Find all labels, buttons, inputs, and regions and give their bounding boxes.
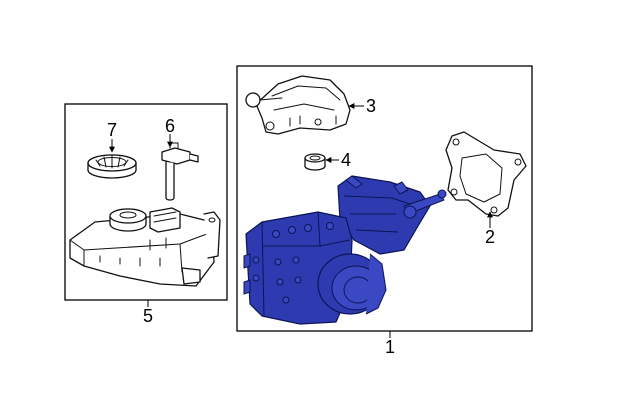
callout-7: 7 <box>107 120 117 140</box>
reservoir-cap-part[interactable] <box>87 154 137 179</box>
brake-fluid-reservoir-part[interactable] <box>69 207 221 287</box>
brake-actuator-assembly-part[interactable] <box>243 175 447 325</box>
bushing-part[interactable] <box>304 153 326 171</box>
callout-6: 6 <box>165 116 175 136</box>
callout-3: 3 <box>366 96 376 116</box>
group-box-assembly <box>236 65 533 332</box>
gasket-part[interactable] <box>445 131 527 217</box>
callout-4: 4 <box>341 150 351 170</box>
hcu-ports <box>252 222 334 304</box>
group-box-reservoir <box>64 103 228 301</box>
callout-1: 1 <box>385 337 395 357</box>
level-sensor-part[interactable] <box>161 142 199 201</box>
callout-2: 2 <box>485 227 495 247</box>
callout-5: 5 <box>143 306 153 326</box>
mounting-bracket-part[interactable] <box>245 75 351 135</box>
